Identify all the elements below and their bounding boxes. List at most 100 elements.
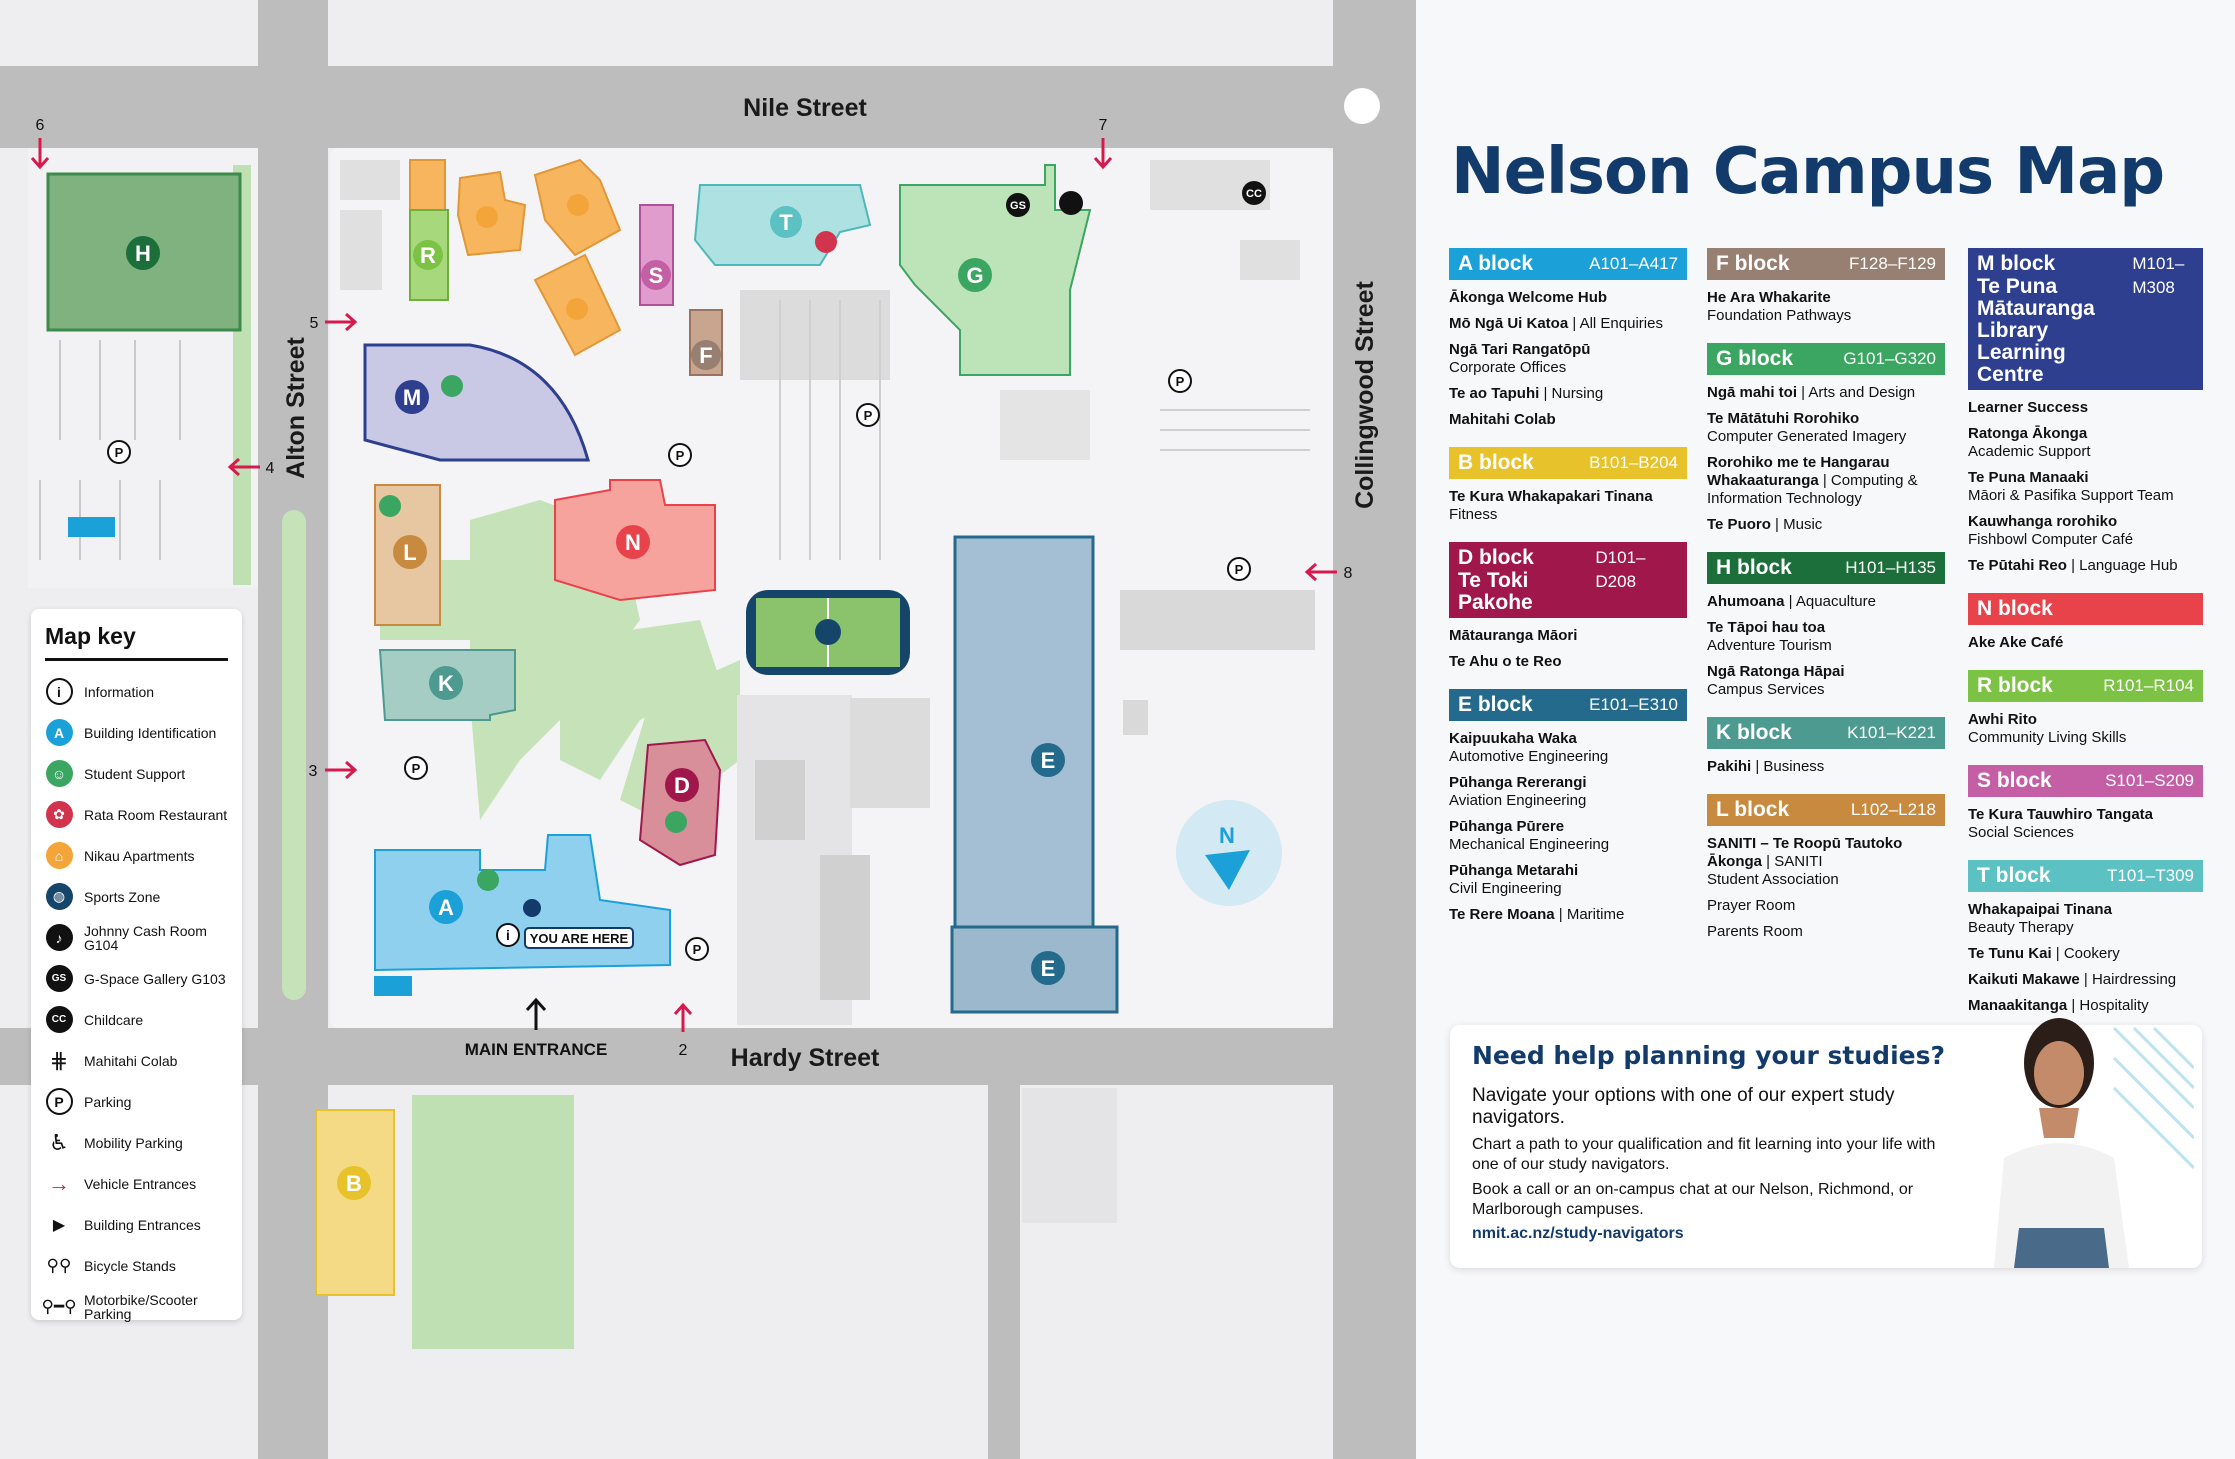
block-name: H block — [1716, 556, 1792, 579]
nikau-apartments-icon: ⌂ — [45, 842, 73, 870]
parking-marker: P — [1235, 562, 1244, 577]
map-key-label: Rata Room Restaurant — [84, 806, 228, 823]
parking-marker: P — [676, 448, 685, 463]
facilities-carpark-sign — [68, 517, 115, 537]
help-title: Need help planning your studies? — [1472, 1041, 1945, 1070]
nile-street-label: Nile Street — [743, 94, 867, 122]
building-label-m: M — [403, 385, 421, 410]
map-key-item: ⚲⚲Bicycle Stands — [45, 1245, 228, 1286]
map-key-item: ⚲━⚲Motorbike/Scooter Parking — [41, 1286, 228, 1327]
block-service: Prayer Room — [1707, 897, 1796, 914]
building-label-b: B — [346, 1171, 362, 1196]
mobility-parking-icon: ♿ — [49, 1129, 69, 1155]
vehicle-entrance-7: 7 — [1099, 117, 1108, 134]
study-navigators-link[interactable]: nmit.ac.nz/study-navigators — [1472, 1225, 1684, 1242]
block-service: SANITI – Te Roopū Tautoko Ākonga | SANIT… — [1707, 835, 1903, 888]
student-support-icon — [441, 375, 463, 397]
student-support-icon — [665, 811, 687, 833]
help-booking: Book a call or an on-campus chat at our … — [1472, 1181, 1914, 1218]
student-support-icon: ☺ — [45, 760, 73, 788]
parking-icon: P — [45, 1088, 73, 1116]
roundabout — [1344, 88, 1380, 124]
building-g[interactable] — [899, 164, 1092, 376]
building-m[interactable] — [363, 343, 590, 462]
block-service: Learner Success — [1968, 399, 2089, 416]
mahitahi-colab-icon: ⋕ — [49, 1047, 69, 1073]
map-key-label: Mahitahi Colab — [84, 1052, 178, 1069]
building-d[interactable] — [638, 738, 722, 867]
building-label-g: G — [966, 263, 983, 288]
rata-room-icon — [815, 231, 837, 253]
building-label-e-1: E — [1041, 748, 1056, 773]
block-header: N block — [1968, 593, 2203, 625]
block-room-range: E101–E310 — [1589, 695, 1678, 714]
person-illustration — [1994, 1018, 2194, 1268]
johnny-cash-room-icon: ♪ — [45, 924, 73, 952]
block-service: Mahitahi Colab — [1449, 411, 1556, 428]
campus-map: H M R S T G F N L K D A E E B GS CC P P … — [0, 0, 1416, 1459]
block-room-range: K101–K221 — [1847, 723, 1936, 742]
help-body: Chart a path to your qualification and f… — [1472, 1136, 1936, 1173]
map-key-label: G-Space Gallery G103 — [84, 970, 226, 987]
childcare-marker: CC — [1246, 188, 1262, 200]
block-service: Ahumoana | Aquaculture — [1707, 593, 1876, 610]
map-key-item: ⌂Nikau Apartments — [45, 835, 228, 876]
info-icon: i — [45, 678, 73, 706]
building-label-a: A — [438, 895, 454, 920]
you-are-here-label: YOU ARE HERE — [530, 931, 629, 946]
building-label-e-2: E — [1041, 956, 1056, 981]
block-subtitle-2: Library Learning Centre — [1977, 319, 2066, 386]
rata-room-icon: ✿ — [45, 801, 73, 829]
building-label-d: D — [674, 773, 690, 798]
map-key-title: Map key — [45, 623, 228, 661]
building-e-north[interactable] — [953, 535, 1095, 929]
nikau-apartments-icon — [566, 298, 588, 320]
building-b[interactable] — [315, 1109, 395, 1296]
collingwood-street-label: Collingwood Street — [1351, 280, 1379, 508]
block-room-range: B101–B204 — [1589, 453, 1678, 472]
gspace-gallery-marker: GS — [1010, 200, 1026, 212]
map-key-item: → Vehicle Entrances — [45, 1163, 228, 1204]
block-name: E block — [1458, 693, 1533, 716]
map-key-label: Johnny Cash Room G104 — [84, 922, 207, 953]
block-room-range: H101–H135 — [1845, 558, 1936, 577]
alton-street-label: Alton Street — [282, 336, 310, 478]
parking-marker: P — [1176, 374, 1185, 389]
bicycle-icon: ⚲⚲ — [46, 1255, 72, 1275]
student-support-icon — [379, 495, 401, 517]
building-s[interactable] — [639, 204, 674, 306]
map-key-item: ♿Mobility Parking — [45, 1122, 228, 1163]
block-name: T block — [1977, 864, 2051, 887]
block-header: H block H101–H135 — [1707, 552, 1945, 584]
block-service: Mātauranga Māori — [1449, 627, 1578, 644]
building-id-icon: A — [45, 719, 73, 747]
vehicle-entrance-icon: → — [48, 1170, 70, 1196]
map-key-label: Vehicle Entrances — [84, 1175, 197, 1192]
